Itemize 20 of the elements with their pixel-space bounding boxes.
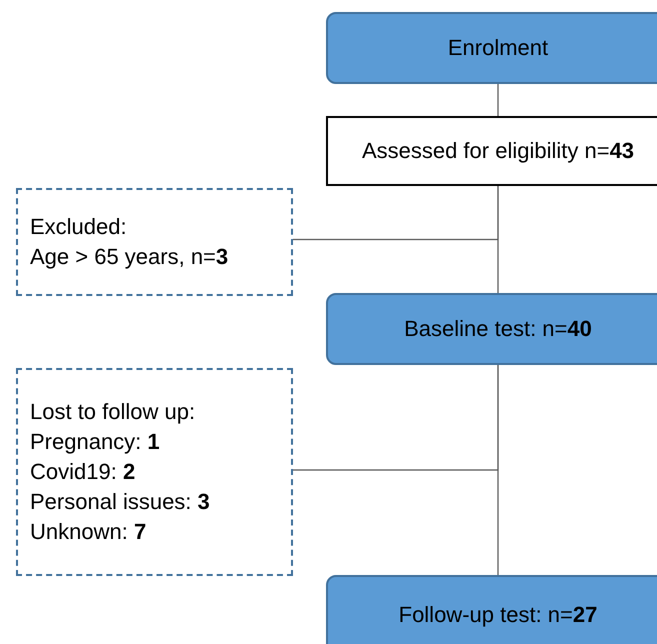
- box-label: Baseline test: n=40: [404, 315, 592, 343]
- stage-box: [326, 12, 657, 84]
- exclusion-box: [16, 368, 293, 576]
- list-text: Lost to follow up:: [30, 398, 196, 426]
- list-text: Covid19: 2: [30, 458, 136, 486]
- list-text: Pregnancy: 1: [30, 428, 160, 456]
- connector-line: [293, 365, 499, 471]
- list-text: Age > 65 years, n=3: [30, 243, 228, 271]
- list-text: Personal issues: 3: [30, 488, 210, 516]
- exclusion-box: [16, 188, 293, 296]
- connector-line: [497, 84, 499, 116]
- box-label: Enrolment: [448, 34, 548, 62]
- process-box: [326, 116, 657, 186]
- list-text: Excluded:: [30, 213, 127, 241]
- connector-line: [293, 186, 499, 240]
- box-label: Assessed for eligibility n=43: [362, 137, 634, 165]
- list-text: Unknown: 7: [30, 518, 146, 546]
- stage-box: [326, 575, 657, 644]
- stage-box: [326, 293, 657, 365]
- box-label: Follow-up test: n=27: [398, 601, 598, 629]
